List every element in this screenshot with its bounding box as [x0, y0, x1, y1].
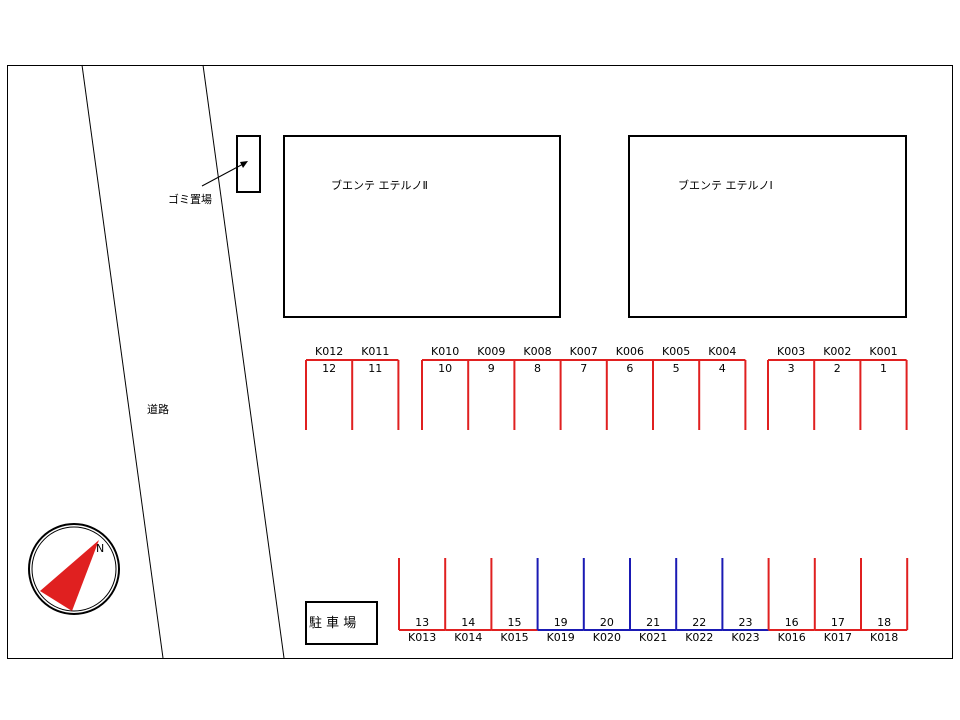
stall-number: 13 [415, 616, 429, 629]
stall-number: 6 [626, 362, 633, 375]
stall-code: K018 [870, 631, 898, 644]
stall-number: 1 [880, 362, 887, 375]
north-label: N [96, 542, 104, 555]
stall-number: 19 [554, 616, 568, 629]
stall-code: K002 [823, 345, 851, 358]
stall-code: K005 [662, 345, 690, 358]
arrow-icon [240, 161, 248, 168]
map-frame [7, 65, 953, 659]
stall-code: K007 [570, 345, 598, 358]
stall-number: 15 [508, 616, 522, 629]
trash-pointer-line [201, 162, 246, 187]
stall-number: 22 [692, 616, 706, 629]
stall-number: 23 [739, 616, 753, 629]
stall-number: 18 [877, 616, 891, 629]
parking-box [305, 601, 378, 645]
building-1 [628, 135, 907, 318]
stall-number: 21 [646, 616, 660, 629]
stall-code: K006 [616, 345, 644, 358]
compass-icon: N [28, 523, 120, 615]
trash-label: ゴミ置場 [168, 192, 212, 206]
stall-number: 17 [831, 616, 845, 629]
stall-number: 4 [719, 362, 726, 375]
stall-code: K009 [477, 345, 505, 358]
stall-code: K023 [731, 631, 759, 644]
stall-number: 16 [785, 616, 799, 629]
stall-code: K019 [547, 631, 575, 644]
stall-number: 14 [461, 616, 475, 629]
stall-code: K010 [431, 345, 459, 358]
road-edge-right [202, 64, 285, 659]
stall-number: 9 [488, 362, 495, 375]
building-1-label: ブエンテ エテルノⅠ [678, 178, 773, 192]
road-label: 道路 [147, 402, 169, 416]
building-2-label: ブエンテ エテルノⅡ [331, 178, 428, 192]
stall-number: 2 [834, 362, 841, 375]
stall-code: K008 [523, 345, 551, 358]
stall-number: 7 [580, 362, 587, 375]
trash-area [236, 135, 261, 193]
stall-number: 11 [368, 362, 382, 375]
stall-code: K004 [708, 345, 736, 358]
parking-stalls: K01212K01111K01010K0099K0088K0077K0066K0… [305, 345, 909, 644]
building-2 [283, 135, 561, 318]
stall-number: 12 [322, 362, 336, 375]
stall-code: K003 [777, 345, 805, 358]
stall-number: 20 [600, 616, 614, 629]
stall-code: K017 [824, 631, 852, 644]
stall-number: 10 [438, 362, 452, 375]
stall-code: K012 [315, 345, 343, 358]
north-arrow-icon [40, 540, 99, 611]
stall-code: K001 [869, 345, 897, 358]
stall-number: 5 [673, 362, 680, 375]
stall-code: K014 [454, 631, 482, 644]
stall-code: K011 [361, 345, 389, 358]
stall-code: K020 [593, 631, 621, 644]
stall-number: 3 [788, 362, 795, 375]
stall-code: K021 [639, 631, 667, 644]
stall-code: K015 [500, 631, 528, 644]
road-edge-left [81, 64, 164, 659]
stall-code: K016 [778, 631, 806, 644]
stall-code: K013 [408, 631, 436, 644]
stall-code: K022 [685, 631, 713, 644]
parking-label: 駐 車 場 [309, 616, 356, 631]
stall-number: 8 [534, 362, 541, 375]
